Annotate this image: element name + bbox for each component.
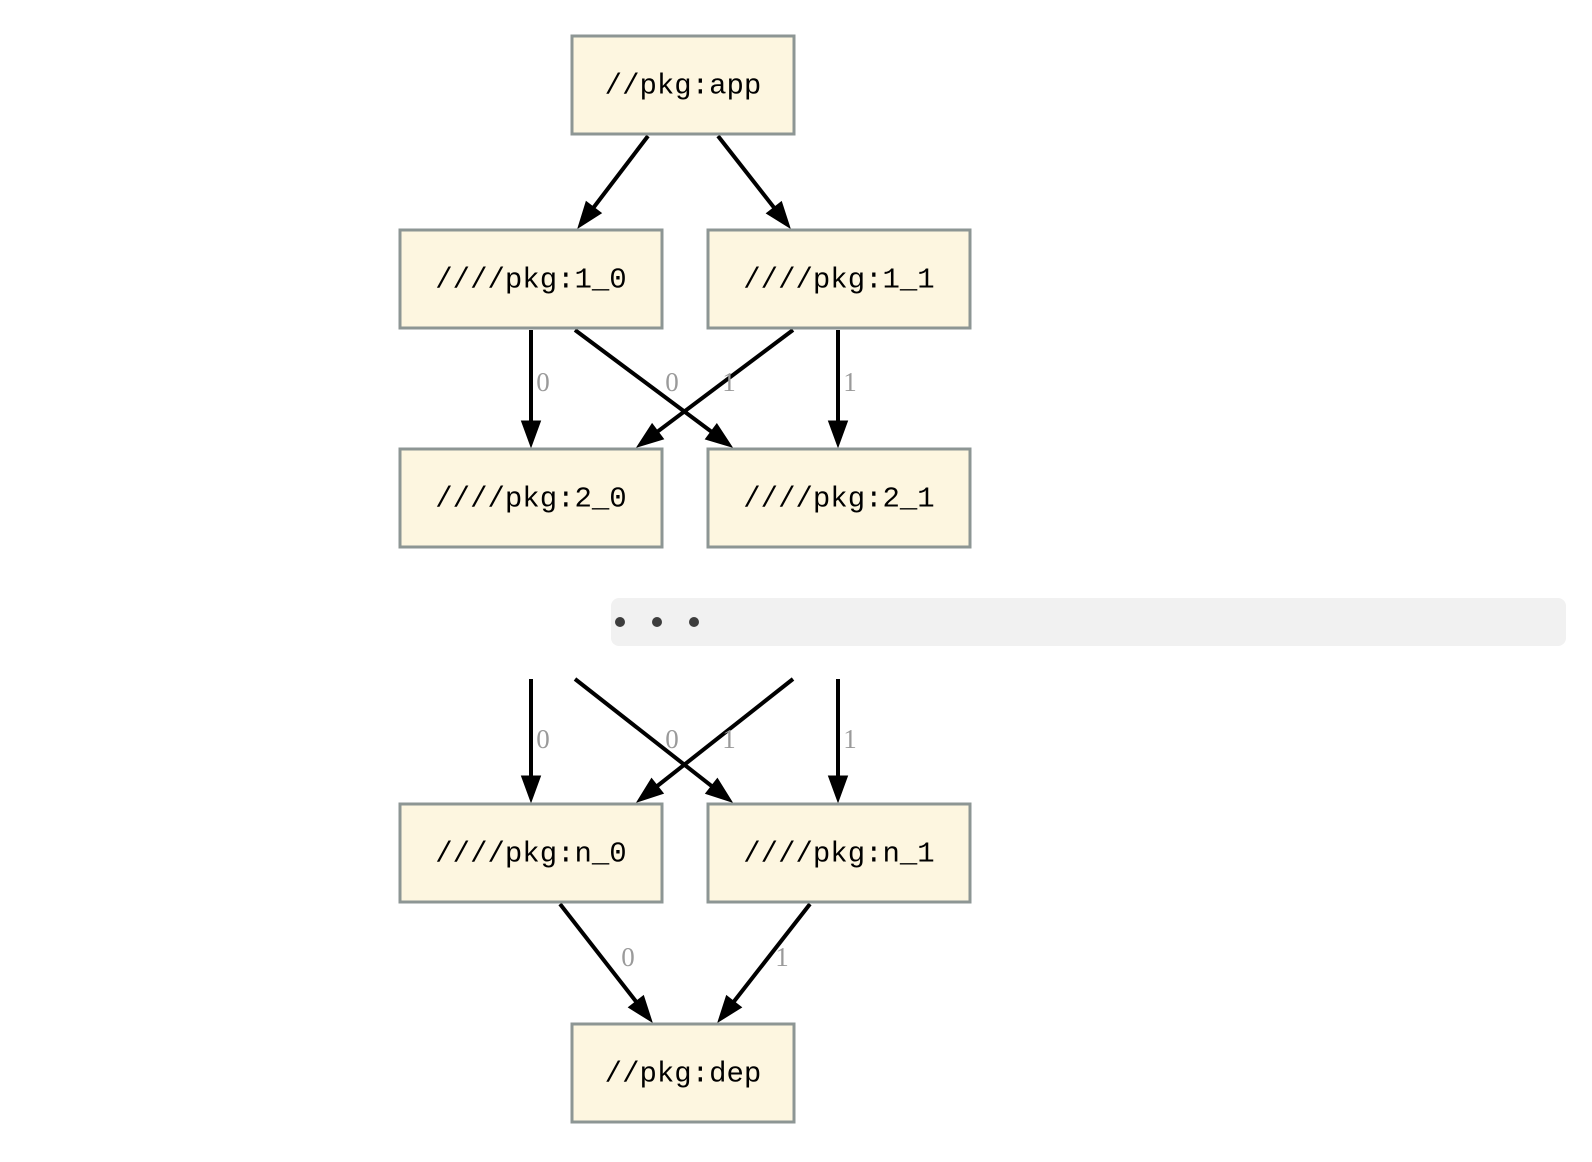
arrowhead-icon (635, 422, 665, 448)
edge-line (589, 134, 650, 212)
node-label: ////pkg:1_1 (743, 264, 934, 297)
node-box[interactable] (570, 1022, 796, 1124)
ellipsis-dot-2 (689, 617, 699, 627)
edge-e-app-10 (577, 134, 650, 230)
edge-label-e-x-n0: 0 (536, 724, 550, 754)
edge-line (716, 134, 779, 212)
node-box[interactable] (570, 34, 796, 136)
node-l2_1[interactable]: ////pkg:2_1 (706, 447, 972, 549)
arrowhead-icon (627, 994, 653, 1024)
node-label: ////pkg:2_0 (435, 483, 626, 516)
edge-label-e-11-20: 1 (722, 367, 736, 397)
edge-e-y-n0 (635, 677, 795, 803)
edge-e-10-20 (520, 330, 542, 449)
arrowhead-icon (827, 775, 849, 804)
node-ln_0[interactable]: ////pkg:n_0 (398, 802, 664, 904)
ellipsis-dot-0 (615, 617, 625, 627)
node-box[interactable] (706, 802, 972, 904)
edge-label-e-y-n0: 1 (722, 724, 736, 754)
node-box[interactable] (398, 447, 664, 549)
edges-layer (520, 134, 849, 1024)
edge-line (558, 902, 641, 1006)
edge-line (729, 902, 812, 1006)
edge-e-y-n1 (827, 679, 849, 804)
ellipsis-band (611, 598, 1566, 646)
node-box[interactable] (706, 228, 972, 330)
edge-label-e-11-21: 1 (843, 367, 857, 397)
node-app[interactable]: //pkg:app (570, 34, 796, 136)
node-l2_0[interactable]: ////pkg:2_0 (398, 447, 664, 549)
edge-labels-layer: 0 0 1 1 0 0 1 1 0 1 (536, 367, 857, 972)
node-l1_0[interactable]: ////pkg:1_0 (398, 228, 664, 330)
ellipsis-dot-1 (652, 617, 662, 627)
node-label: //pkg:app (605, 70, 762, 103)
arrowhead-icon (765, 200, 791, 230)
edge-label-e-n1-dep: 1 (775, 942, 789, 972)
edge-line (653, 677, 795, 790)
arrowhead-icon (704, 777, 734, 803)
edge-e-11-20 (635, 328, 795, 448)
nodes-layer: //pkg:app ////pkg:1_0 ////pkg:1_1 ////pkg:2… (398, 34, 972, 1124)
edge-label-e-10-21: 0 (665, 367, 679, 397)
edge-e-n1-dep (717, 902, 812, 1024)
edge-e-10-21 (573, 328, 734, 448)
node-box[interactable] (398, 802, 664, 904)
node-box[interactable] (398, 228, 664, 330)
node-label: //pkg:dep (605, 1058, 762, 1091)
arrowhead-icon (827, 420, 849, 449)
node-l1_1[interactable]: ////pkg:1_1 (706, 228, 972, 330)
edge-e-app-11 (716, 134, 791, 230)
ellipsis-separator (611, 598, 1566, 646)
edge-e-11-21 (827, 330, 849, 449)
edge-e-x-n1 (573, 677, 734, 803)
arrowhead-icon (520, 420, 542, 449)
edge-label-e-y-n1: 1 (843, 724, 857, 754)
arrowhead-icon (577, 200, 603, 230)
edge-line (653, 328, 795, 436)
arrowhead-icon (704, 422, 734, 448)
node-label: ////pkg:n_1 (743, 838, 934, 871)
edge-e-n0-dep (558, 902, 653, 1024)
arrowhead-icon (635, 777, 665, 803)
node-dep[interactable]: //pkg:dep (570, 1022, 796, 1124)
edge-line (573, 677, 716, 791)
edge-e-x-n0 (520, 679, 542, 804)
edge-label-e-n0-dep: 0 (621, 942, 635, 972)
edge-line (573, 328, 716, 436)
arrowhead-icon (520, 775, 542, 804)
edge-label-e-x-n1: 0 (665, 724, 679, 754)
node-label: ////pkg:n_0 (435, 838, 626, 871)
arrowhead-icon (717, 994, 743, 1024)
node-box[interactable] (706, 447, 972, 549)
edge-label-e-10-20: 0 (536, 367, 550, 397)
node-label: ////pkg:1_0 (435, 264, 626, 297)
node-ln_1[interactable]: ////pkg:n_1 (706, 802, 972, 904)
node-label: ////pkg:2_1 (743, 483, 934, 516)
